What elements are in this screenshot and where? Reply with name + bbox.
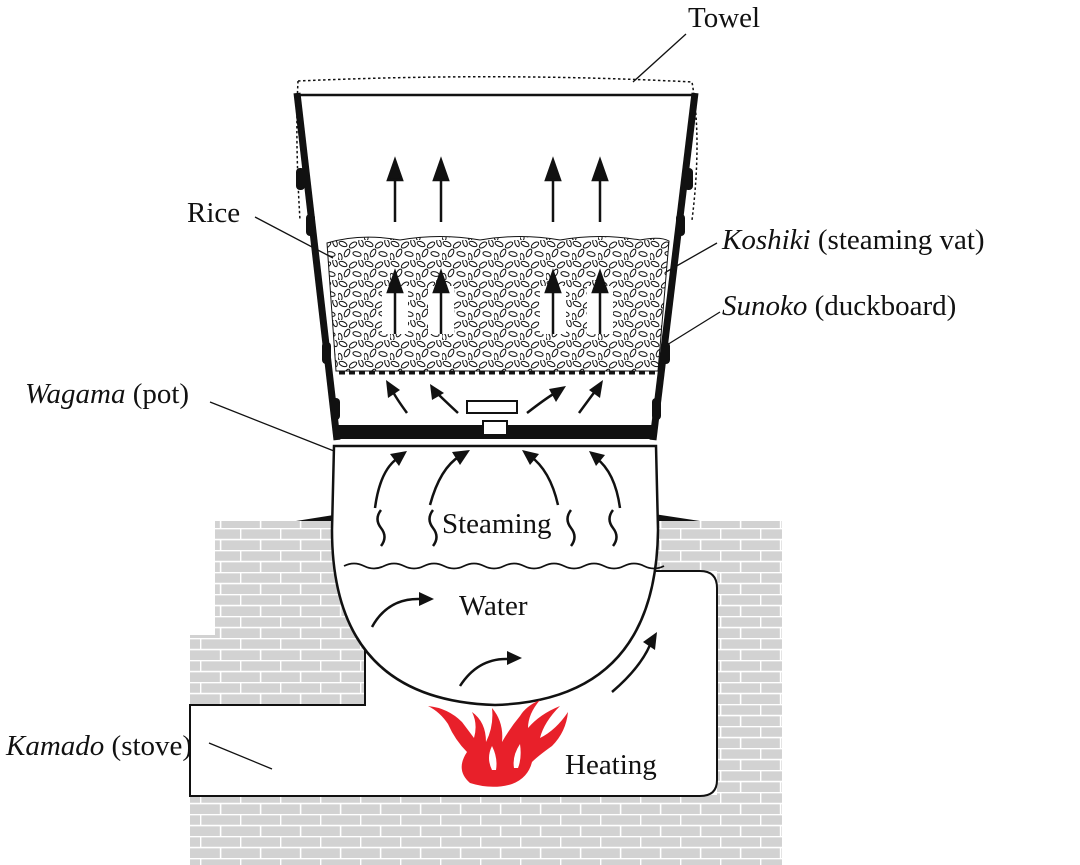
water-label: Water [459, 590, 528, 622]
kamado-desc: (stove) [111, 730, 193, 762]
wagama-ledge-right [654, 514, 700, 521]
sunoko-term: Sunoko [722, 290, 808, 322]
towel-label: Towel [688, 2, 761, 34]
flame-highlights [489, 744, 521, 770]
koshiki-term: Koshiki [722, 224, 811, 256]
sunoko-desc: (duckboard) [814, 290, 957, 322]
steam-arrows-top [386, 156, 609, 222]
rice-layer [326, 236, 670, 372]
towel-cover [296, 75, 698, 221]
sunoko-label: Sunoko (duckboard) [722, 292, 956, 321]
rice-label: Rice [187, 197, 241, 229]
steam-squiggles [376, 509, 618, 547]
wagama-desc: (pot) [132, 378, 190, 410]
wagama-term: Wagama [25, 378, 126, 410]
steaming-label: Steaming [442, 508, 552, 540]
koshiki-hoops [296, 168, 693, 420]
water-circulation-arrowheads [419, 592, 657, 665]
steam-arrows-rice [382, 268, 613, 334]
steam-arrowheads-chamber [386, 380, 603, 402]
steam-vent [466, 400, 518, 436]
koshiki-label: Koshiki (steaming vat) [722, 226, 985, 255]
wagama-pot [330, 444, 660, 707]
leader-lines [208, 33, 721, 770]
kamado-brickwork [190, 521, 782, 865]
kamado-label: Kamado (stove) [6, 732, 192, 761]
water-circulation-arrows [370, 597, 652, 693]
wagama-ledge-left [296, 514, 340, 521]
steam-arrowheads-pot [390, 450, 605, 466]
heating-label: Heating [565, 749, 657, 781]
fire-flame-icon [428, 700, 568, 787]
koshiki-desc: (steaming vat) [817, 224, 985, 256]
kamado-term: Kamado [6, 730, 105, 762]
wagama-label: Wagama (pot) [25, 380, 189, 409]
water-surface [343, 562, 665, 570]
